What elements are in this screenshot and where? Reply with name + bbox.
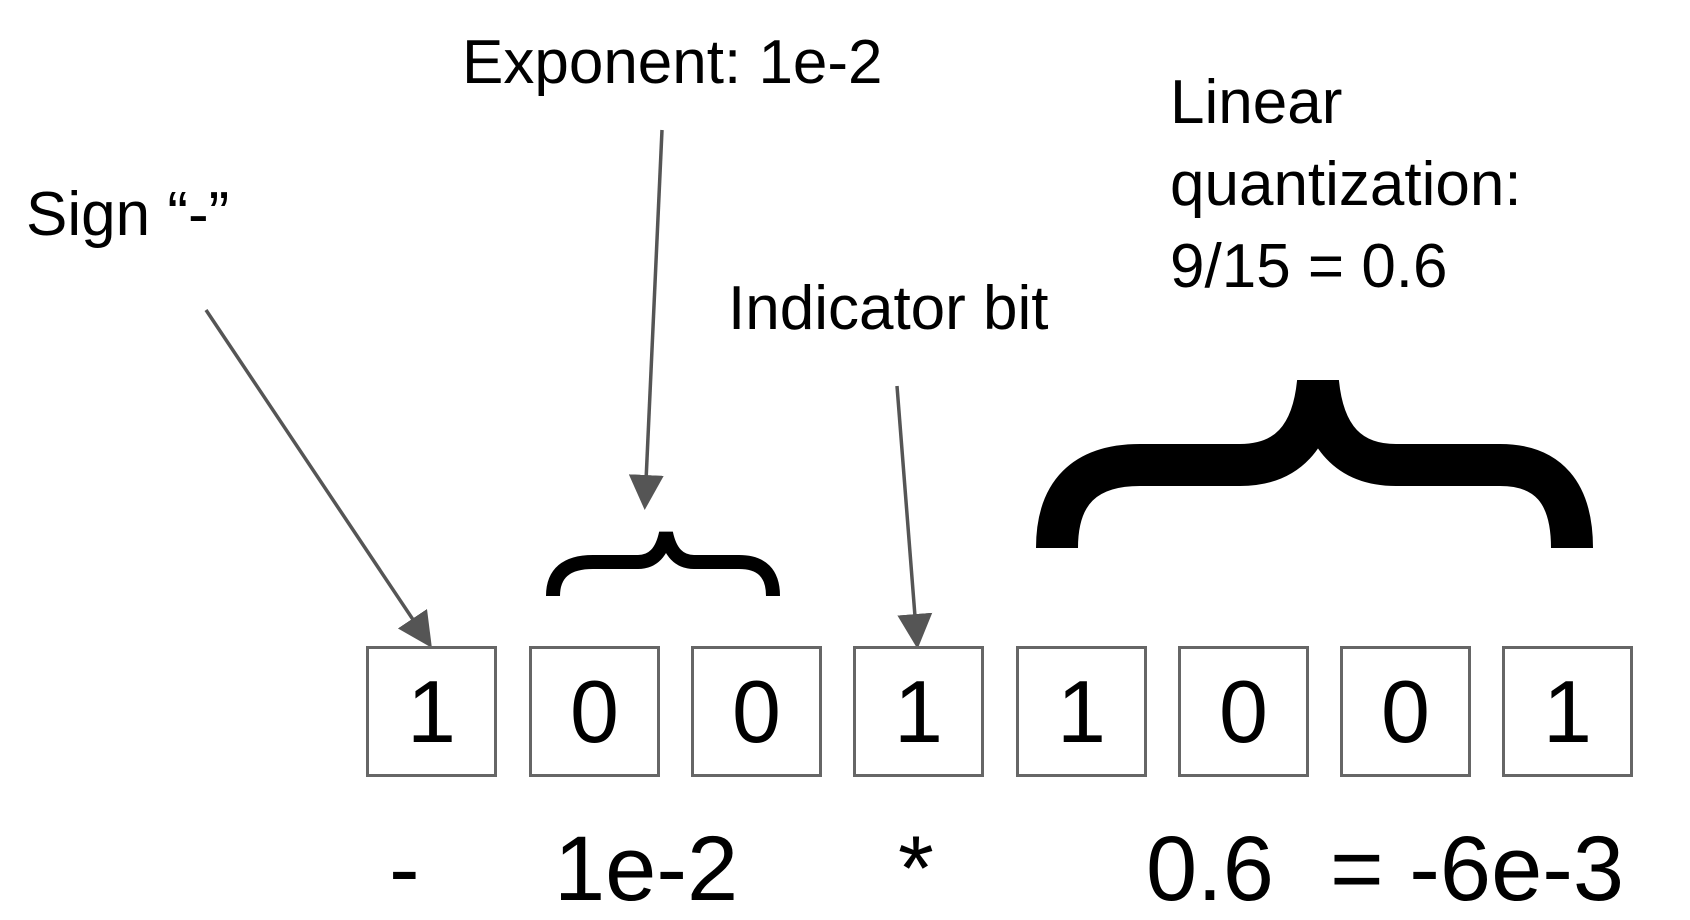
indicator-bit-arrow bbox=[895, 385, 933, 649]
bit-box-mantissa-1: 1 bbox=[1016, 646, 1147, 777]
exponent-brace bbox=[546, 531, 780, 597]
linear-quantization-line-1: Linear bbox=[1170, 68, 1343, 137]
equation-result: = -6e-3 bbox=[1330, 818, 1625, 920]
bit-box-indicator: 1 bbox=[853, 646, 984, 777]
sign-arrow bbox=[204, 309, 432, 648]
bit-box-sign: 1 bbox=[366, 646, 497, 777]
equation-multiply: * bbox=[898, 818, 934, 920]
equation-exponent: 1e-2 bbox=[554, 818, 739, 920]
indicator-bit-label: Indicator bit bbox=[728, 274, 1049, 343]
bit-box-mantissa-2: 0 bbox=[1178, 646, 1309, 777]
sign-label: Sign “-” bbox=[26, 180, 230, 249]
exponent-label: Exponent: 1e-2 bbox=[462, 28, 883, 97]
linear-quantization-brace bbox=[1036, 379, 1593, 549]
linear-quantization-line-3: 9/15 = 0.6 bbox=[1170, 232, 1448, 301]
exponent-arrow bbox=[628, 129, 664, 510]
equation-sign: - bbox=[389, 818, 420, 920]
bit-box-exponent-1: 0 bbox=[529, 646, 660, 777]
bit-box-exponent-2: 0 bbox=[691, 646, 822, 777]
linear-quantization-line-2: quantization: bbox=[1170, 150, 1522, 219]
bit-box-mantissa-4: 1 bbox=[1502, 646, 1633, 777]
bit-box-mantissa-3: 0 bbox=[1340, 646, 1471, 777]
equation-value: 0.6 bbox=[1146, 818, 1274, 920]
linear-quantization-label: Linear quantization: 9/15 = 0.6 bbox=[1170, 62, 1522, 308]
